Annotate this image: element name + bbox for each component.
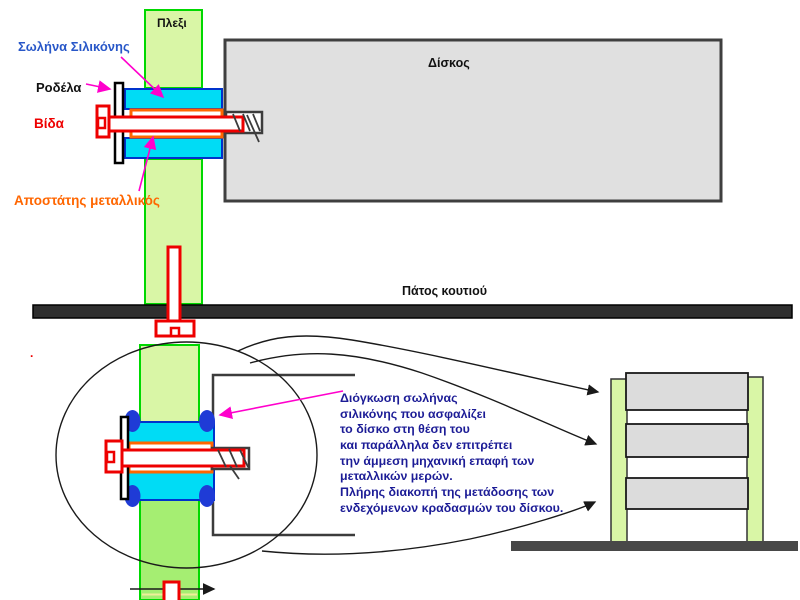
silicone-tube-label: Σωλήνα Σιλικόνης [18,39,130,54]
silicone-tube-bottom [124,137,223,159]
thread-hatch [242,113,251,132]
rack-disk-1 [625,372,749,411]
disk-label: Δίσκος [428,56,470,70]
connector-arrow-1 [237,335,600,396]
detail-screw-slot [105,450,116,464]
plexi-bar-upper [144,9,203,89]
note-line: Διόγκωση σωλήνας [340,391,458,405]
vertical-screw-shaft [166,245,182,324]
connector-arrow-3 [261,501,597,555]
vertical-screw-slot [169,326,181,338]
thread-hatch [229,465,240,480]
rack-post-right [746,376,764,543]
connector-arrow-2 [249,353,598,446]
silicone-tube-pointer-arrow [120,56,165,99]
note-line: μεταλλικών μερών. [340,469,453,483]
note-line: σιλικόνης που ασφαλίζει [340,407,487,421]
bottom-screw-head [162,580,181,600]
note-line: Πλήρης διακοπή της μετάδοσης των [340,485,554,499]
note-text-block: Διόγκωση σωλήνας σιλικόνης που ασφαλίζει… [340,391,563,515]
thread-hatch [252,113,261,132]
disk-box [223,38,723,203]
note-line: την άμμεση μηχανική επαφή των [340,454,534,468]
washer-pointer-arrow [85,80,112,93]
box-bottom-label: Πάτος κουτιού [402,284,487,298]
rack-disk-3 [625,477,749,510]
note-line: και παράλληλα δεν επιτρέπει [340,438,513,452]
thread-hatch [239,449,249,468]
box-bottom-bar [32,304,793,319]
bulge-pointer-arrow [218,390,344,419]
note-line: το δίσκο στη θέση του [340,422,470,436]
plexi-label: Πλεξι [157,16,187,30]
note-line: ενδεχόμενων κραδασμών του δίσκου. [340,501,563,515]
screw-head-slot [96,116,107,130]
thread-hatch [228,448,238,468]
rack-disk-2 [625,423,749,458]
silicone-tube-top [124,88,223,110]
rack-post-left [610,378,628,543]
rack-base-bar [511,541,798,551]
silicone-bulge [199,410,215,432]
spacer-pointer-arrow [138,135,157,192]
washer-label: Ροδέλα [36,80,81,95]
screw-label: Βίδα [34,116,65,131]
silicone-bulge [199,485,215,507]
metal-spacer-label: Αποστάτης μεταλλικός [14,193,160,208]
stray-mark: . [30,346,33,360]
thread-hatch [217,449,227,468]
detail-plexi-upper [139,344,200,425]
thread-hatch [246,114,260,143]
screw-shaft [104,115,245,133]
thread-hatch [232,113,241,132]
detail-zoom-ellipse [55,341,318,569]
